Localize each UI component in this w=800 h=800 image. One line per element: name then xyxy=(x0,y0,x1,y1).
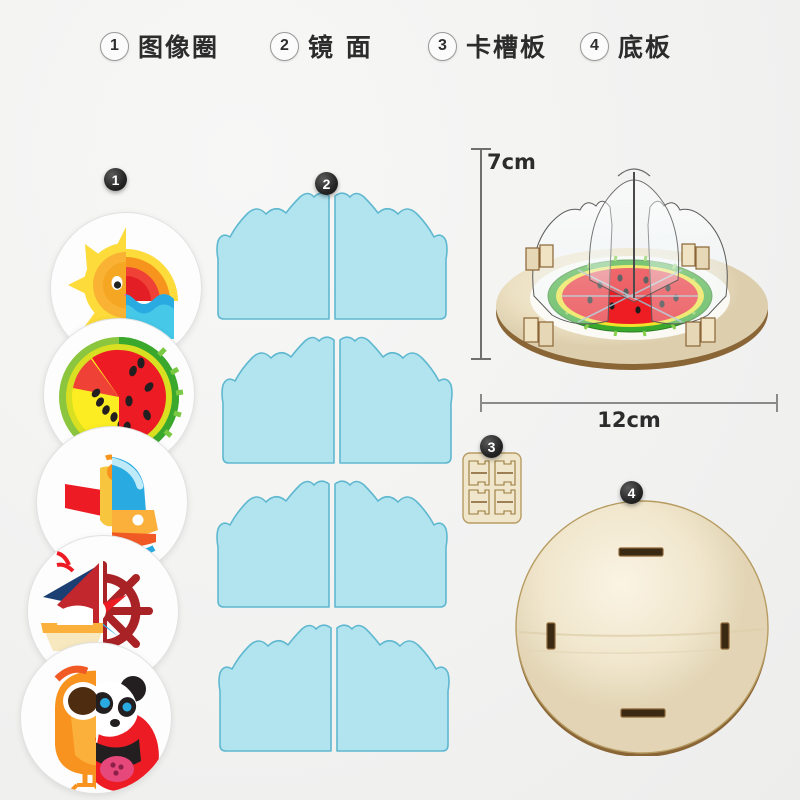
legend-badge-3: 3 xyxy=(428,31,457,61)
base-board-slots xyxy=(546,547,730,718)
grapefruit-slice-icon xyxy=(59,337,119,457)
mirror-pair xyxy=(216,190,448,320)
mirror-pair xyxy=(216,478,448,608)
owl-icon xyxy=(54,665,96,793)
legend-badge-4: 4 xyxy=(580,31,609,61)
legend-label-4: 底板 xyxy=(618,33,673,62)
badge-baseboard: 4 xyxy=(620,481,643,504)
parts-legend: 1 图像圈 2 镜 面 3 卡槽板 4 底板 xyxy=(0,22,800,70)
legend-label-1: 图像圈 xyxy=(138,33,220,62)
legend-item-1: 1 图像圈 xyxy=(100,28,219,64)
width-dimension-line xyxy=(480,394,778,412)
mirror-panel-stack xyxy=(214,176,464,766)
image-disc-sailboat-wheel xyxy=(27,535,179,687)
mirror-pair xyxy=(221,334,453,464)
disc-half-right xyxy=(96,643,171,793)
mirror-panel-shape xyxy=(216,192,330,320)
mirror-panel-shape xyxy=(334,192,448,320)
base-board-illustration xyxy=(515,500,769,757)
legend-badge-1: 1 xyxy=(100,31,129,61)
mirror-panel-shape xyxy=(339,336,453,464)
rocket-capsule-icon xyxy=(112,456,158,556)
assembly-illustration xyxy=(496,168,768,370)
height-dimension-line xyxy=(471,148,491,360)
mirror-panel-shape xyxy=(334,480,448,608)
legend-badge-2: 2 xyxy=(270,31,299,61)
mirror-panel-shape xyxy=(336,624,450,752)
height-dimension-label: 7cm xyxy=(487,150,536,174)
mirror-panel-right xyxy=(339,334,453,464)
disc-half-left xyxy=(51,213,126,363)
legend-item-3: 3 卡槽板 xyxy=(428,28,547,64)
panda-icon xyxy=(96,676,159,792)
ships-wheel-icon xyxy=(103,561,153,661)
legend-item-2: 2 镜 面 xyxy=(270,28,373,64)
sun-icon xyxy=(68,227,126,343)
mirror-panel-left xyxy=(216,478,330,608)
mirror-panel-left xyxy=(218,622,332,752)
mirror-panel-right xyxy=(336,622,450,752)
legend-item-4: 4 底板 xyxy=(580,28,672,64)
disc-half-left xyxy=(44,319,119,469)
image-disc-sun-sunset xyxy=(50,212,202,364)
mirror-panel-left xyxy=(216,190,330,320)
disc-half-right xyxy=(112,427,187,577)
disc-half-right xyxy=(119,319,194,469)
mirror-panel-right xyxy=(334,190,448,320)
watermelon-slice-icon xyxy=(119,337,184,457)
disc-half-left xyxy=(28,536,103,686)
badge-image-discs: 1 xyxy=(104,168,127,191)
legend-label-2: 镜 面 xyxy=(308,33,373,62)
base-board-part xyxy=(513,498,771,757)
mirror-panel-shape xyxy=(218,624,332,752)
mirror-panel-right xyxy=(334,478,448,608)
rocket-flag-icon xyxy=(65,454,112,527)
sailboat-icon xyxy=(41,551,103,651)
mirror-panel-shape xyxy=(216,480,330,608)
bracket-blocks xyxy=(523,243,716,347)
assembled-product-photo xyxy=(470,120,790,410)
badge-mirrors: 2 xyxy=(315,172,338,195)
mirror-pair xyxy=(218,622,450,752)
image-disc-owl-panda xyxy=(20,642,172,794)
image-disc-stack xyxy=(14,198,214,794)
mirror-panel-left xyxy=(221,334,335,464)
mirror-panel-shape xyxy=(221,336,335,464)
disc-half-left xyxy=(37,427,112,577)
width-dimension-label: 12cm xyxy=(597,408,661,432)
disc-half-left xyxy=(21,643,96,793)
badge-slotboard: 3 xyxy=(480,435,503,458)
legend-label-3: 卡槽板 xyxy=(466,33,548,62)
disc-half-right xyxy=(103,536,178,686)
